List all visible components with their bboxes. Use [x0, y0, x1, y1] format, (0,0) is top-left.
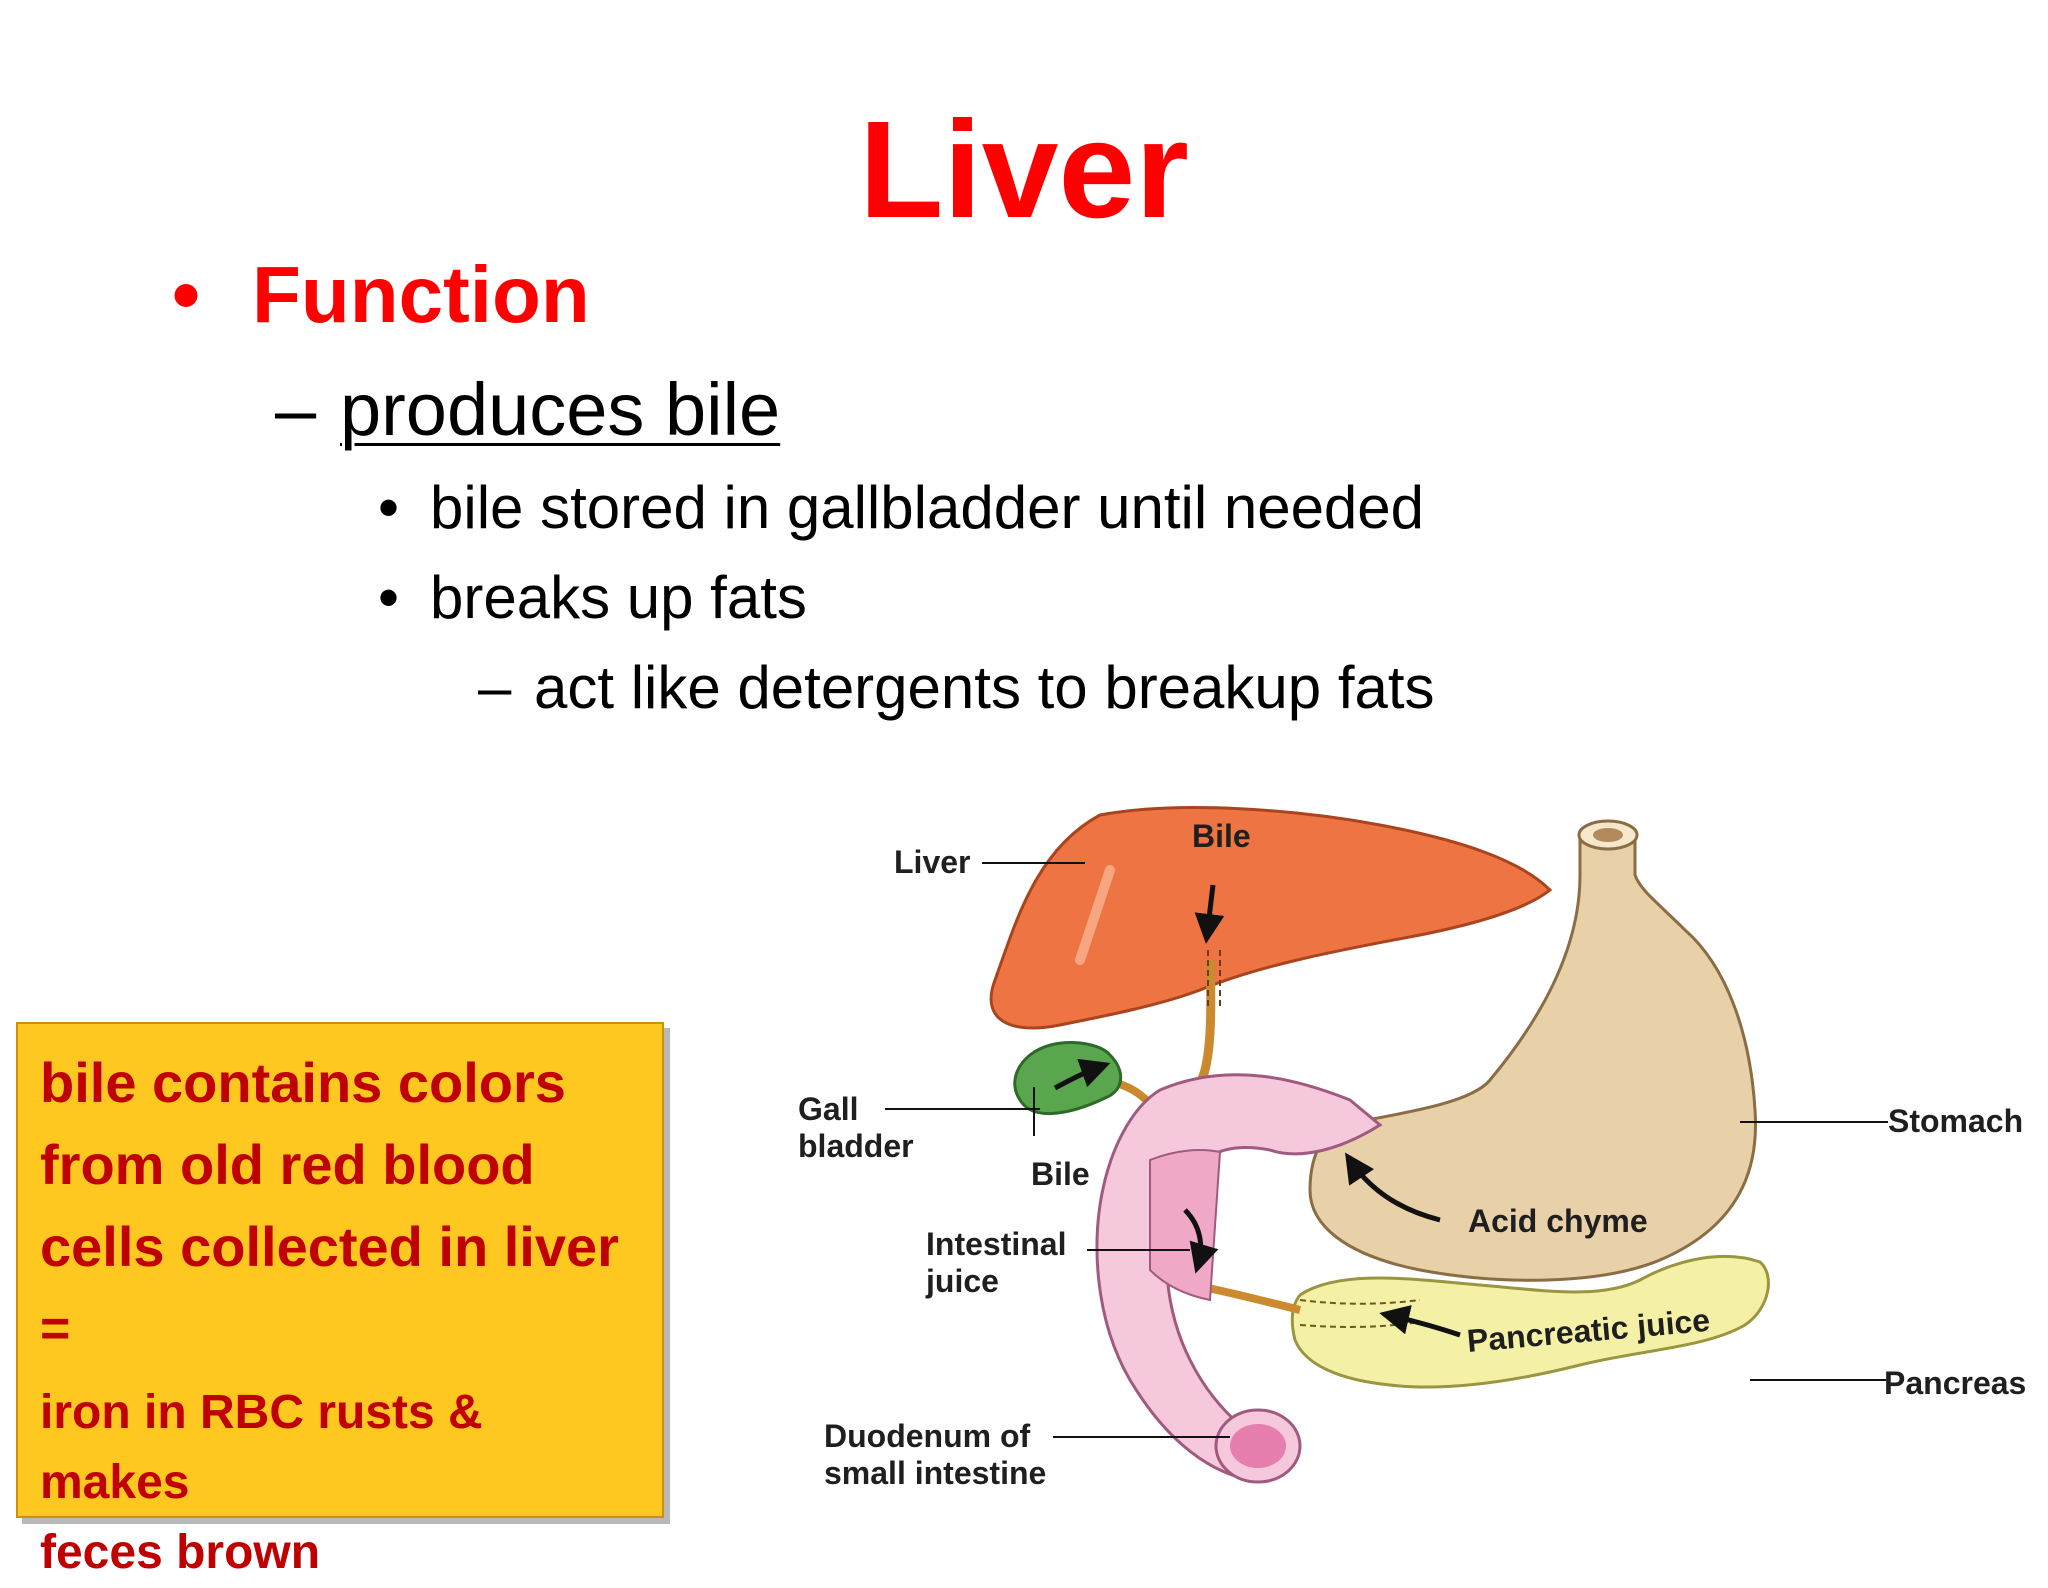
callout-line: from old red blood: [40, 1133, 535, 1196]
duodenum-shape: [1095, 1073, 1383, 1484]
bile-arrow-down: [1194, 884, 1225, 944]
bullet-marker: •: [378, 564, 400, 631]
bile-arrow-gallbladder: [1053, 1058, 1111, 1091]
bullet-produces-bile-text: produces bile: [340, 368, 781, 451]
bullet-function-text: Function: [252, 250, 590, 339]
dash-marker: –: [275, 368, 317, 451]
callout-result-line: feces brown: [40, 1526, 321, 1579]
bile-color-callout: bile contains colors from old red blood …: [16, 1022, 664, 1579]
callout-equals: =: [40, 1300, 71, 1358]
callout-line: bile contains colors: [40, 1051, 566, 1114]
bullet-marker: •: [172, 250, 201, 339]
dash-marker: –: [478, 654, 512, 721]
liver-shape: [989, 806, 1553, 1030]
label-intestinal: Intestinal: [926, 1226, 1066, 1262]
label-duodenum: Duodenum of: [824, 1418, 1031, 1454]
bullet-detergents-text: act like detergents to breakup fats: [534, 654, 1435, 721]
label-small-intestine: small intestine: [824, 1455, 1046, 1491]
label-bile-top: Bile: [1192, 818, 1251, 854]
gallbladder-shape: [1013, 1041, 1123, 1115]
label-gall: Gall: [798, 1091, 858, 1127]
callout-line: cells collected in liver: [40, 1215, 619, 1278]
pancreas-shape: [1290, 1254, 1770, 1389]
bullet-produces-bile: –produces bile: [275, 365, 780, 455]
label-stomach: Stomach: [1888, 1103, 2023, 1139]
bullet-detergents: –act like detergents to breakup fats: [478, 652, 1435, 724]
slide-title: Liver: [859, 93, 1189, 247]
digestive-organs-diagram: Liver Bile Gall bladder Bile Intestinal …: [798, 806, 2026, 1491]
bullet-marker: •: [378, 474, 400, 541]
label-bladder: bladder: [798, 1128, 914, 1164]
callout-result-line: iron in RBC rusts & makes: [40, 1386, 483, 1509]
bullet-breaks-up-fats-text: breaks up fats: [430, 564, 807, 631]
bullet-breaks-up-fats: • breaks up fats: [378, 562, 807, 634]
stomach-shape: [1308, 819, 1758, 1282]
pancreatic-juice-arrow: [1379, 1305, 1461, 1338]
leader-lines: [885, 862, 1888, 1438]
label-acid-chyme: Acid chyme: [1468, 1203, 1648, 1239]
label-liver: Liver: [894, 844, 970, 880]
bullet-function: • Function: [172, 250, 590, 340]
acid-chyme-arrow: [1345, 1152, 1441, 1223]
label-pancreas: Pancreas: [1884, 1365, 2026, 1401]
label-juice: juice: [925, 1263, 999, 1299]
bullet-bile-stored: • bile stored in gallbladder until needed: [378, 472, 1424, 544]
bullet-bile-stored-text: bile stored in gallbladder until needed: [430, 474, 1425, 541]
intestinal-juice-arrow: [1183, 1208, 1219, 1274]
label-bile-bottom: Bile: [1031, 1156, 1090, 1192]
